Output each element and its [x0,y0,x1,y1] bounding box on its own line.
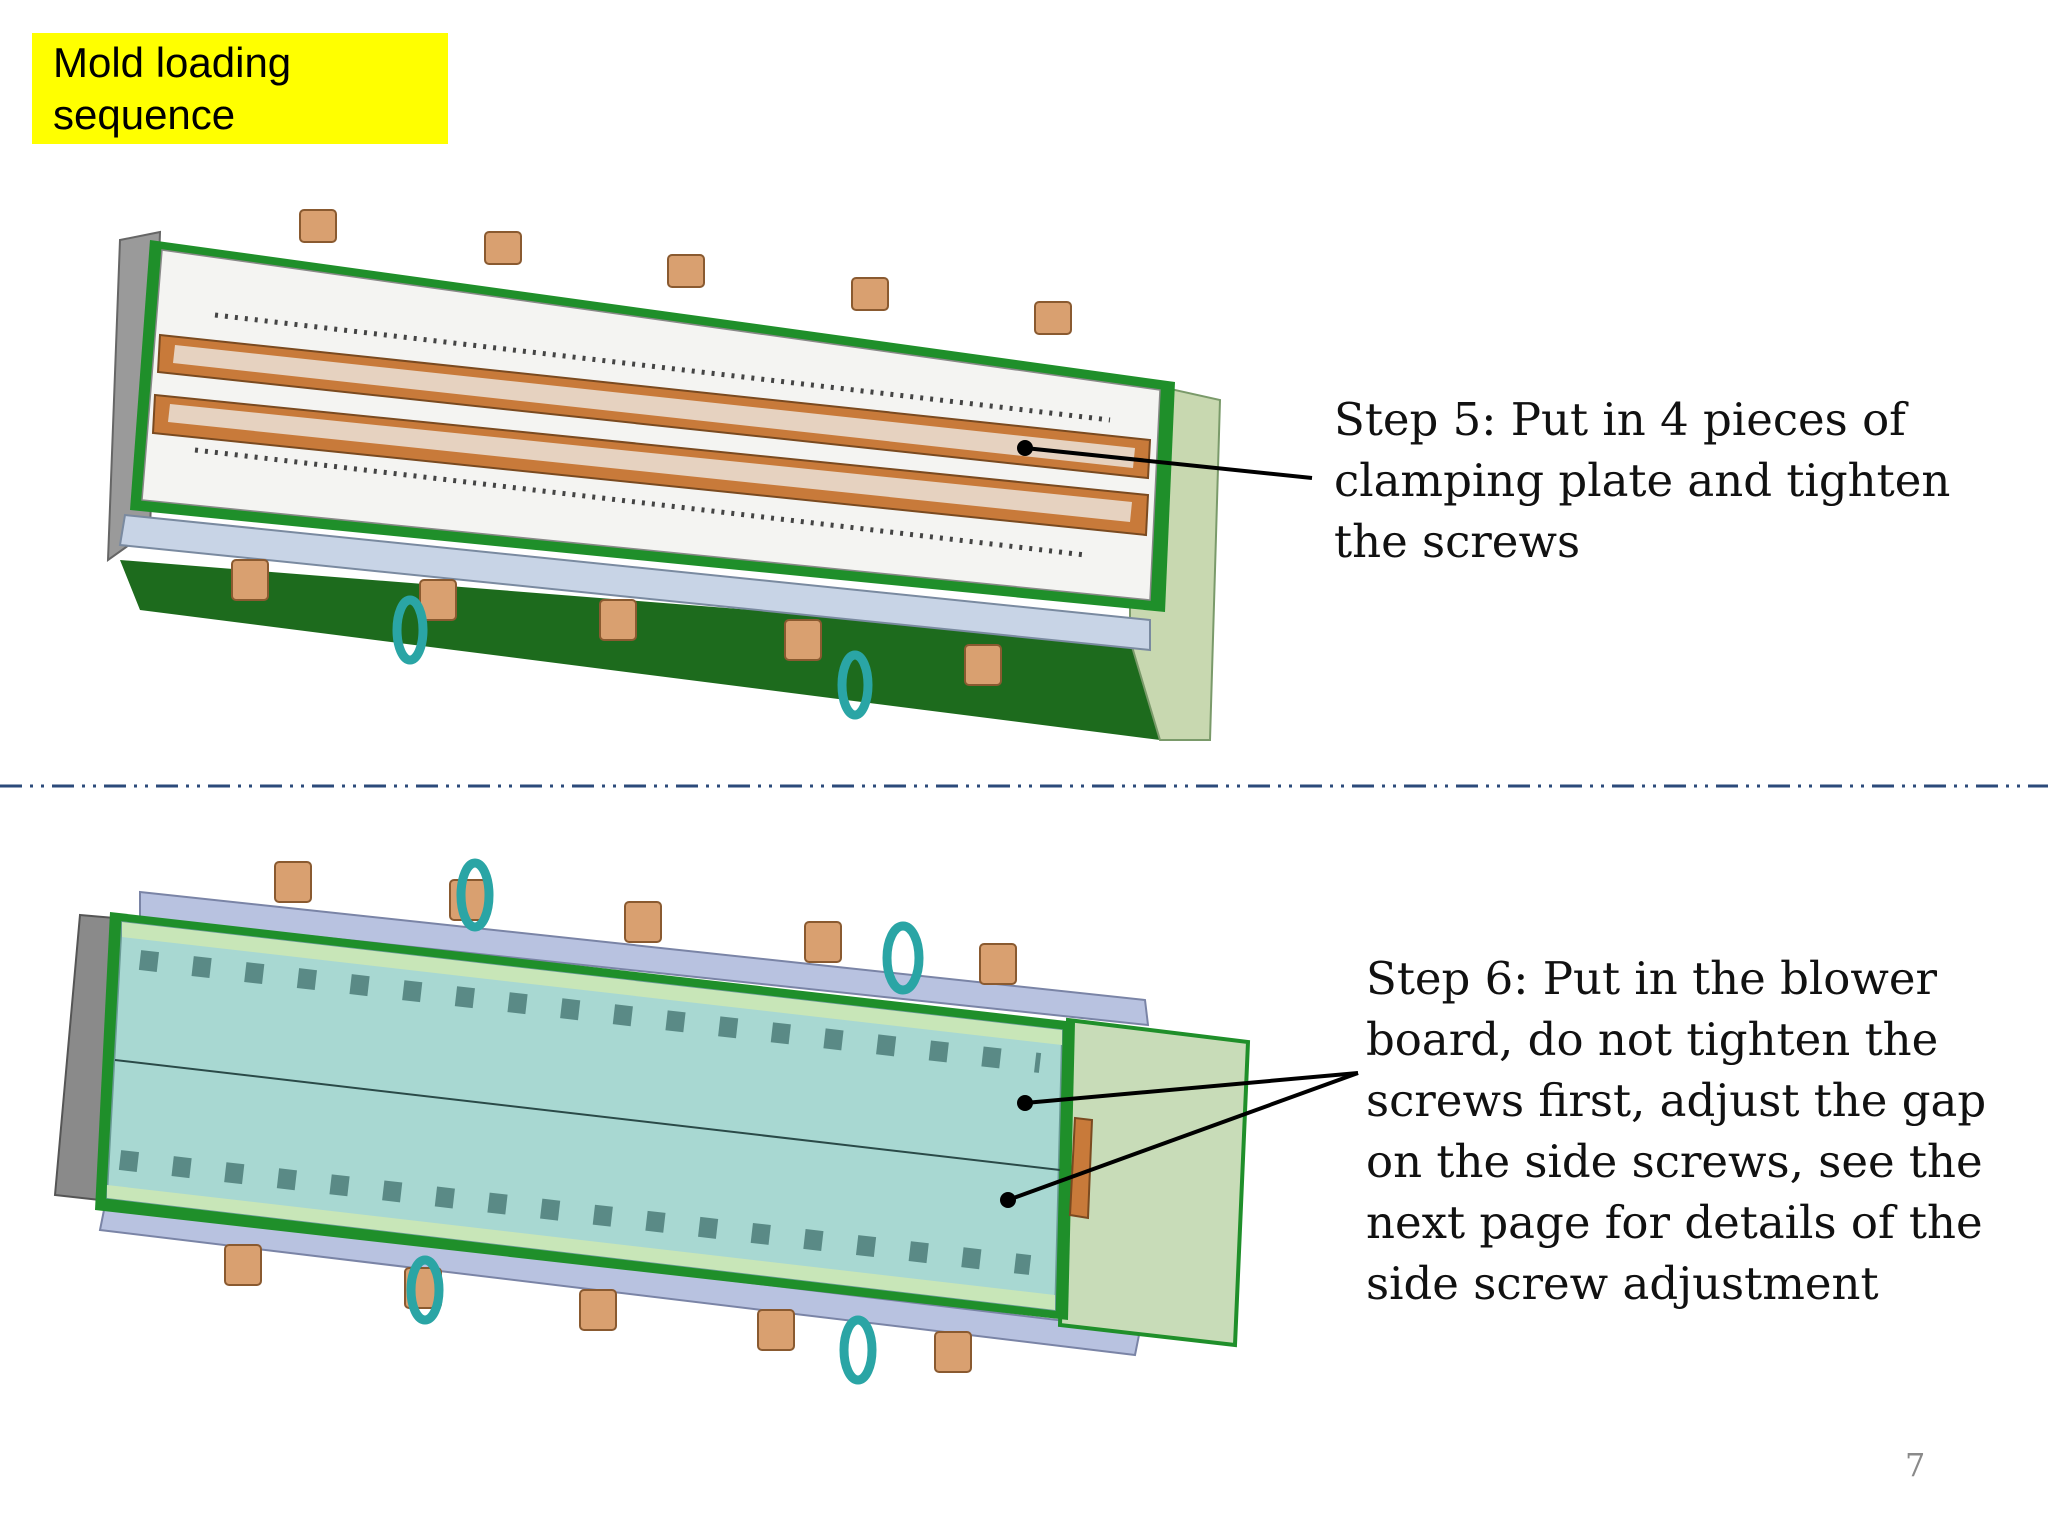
step6-line-2: board, do not tighten the [1366,1013,1939,1066]
page-number: 7 [1905,1446,1926,1484]
step6-callout-dot-2 [1000,1192,1016,1208]
lifting-eye [456,858,494,932]
blower-strip-bottom [107,1185,1055,1310]
blower-seam [114,1059,1061,1171]
blower-top-fittings [274,861,1017,985]
step6-line-3: screws first, adjust the gap [1366,1074,1987,1127]
step6-text: Step 6: Put in the blower board, do not … [1366,948,1986,1314]
step6-line-4: on the side screws, see the [1366,1135,1983,1188]
step6-line-1: Step 6: Put in the blower [1366,952,1938,1005]
step5-line-3: the screws [1334,515,1581,568]
side-adjust-block [1068,1116,1094,1220]
step5-line-1: Step 5: Put in 4 pieces of [1334,393,1906,446]
blower-strip-top [122,922,1062,1045]
section-title: Mold loading sequence [32,33,448,144]
section-title-line-2: sequence [53,91,236,138]
lifting-eye [406,1255,444,1325]
step6-callout-line-2 [1007,1071,1359,1202]
mold-step6-illustration [53,858,1251,1385]
clamp-plate-lower-inner [168,404,1132,522]
step5-callout-line [1024,446,1313,480]
bottom-fittings [231,559,1002,686]
section-title-line-1: Mold loading [53,39,292,86]
mold-step5-illustration [106,209,1222,741]
lifting-eye [839,1315,877,1385]
step6-callout-line-1 [1024,1071,1359,1105]
step6-line-5: next page for details of the [1366,1196,1983,1249]
step5-callout-dot [1017,440,1033,456]
lifting-eye [392,595,428,665]
clamp-plate-inner [173,345,1135,468]
step5-text: Step 5: Put in 4 pieces of clamping plat… [1334,389,1950,572]
screw-row-1 [138,950,1042,1073]
mold-base-body [120,560,1160,740]
hole-row-1 [214,312,1111,423]
lifting-eye [837,650,873,720]
mold-lower-rail [118,513,1151,652]
step6-line-6: side screw adjustment [1366,1257,1879,1310]
step6-callout-dot-1 [1017,1095,1033,1111]
top-fittings [299,209,1072,335]
step5-line-2: clamping plate and tighten [1334,454,1951,507]
lifting-eye [882,921,924,995]
